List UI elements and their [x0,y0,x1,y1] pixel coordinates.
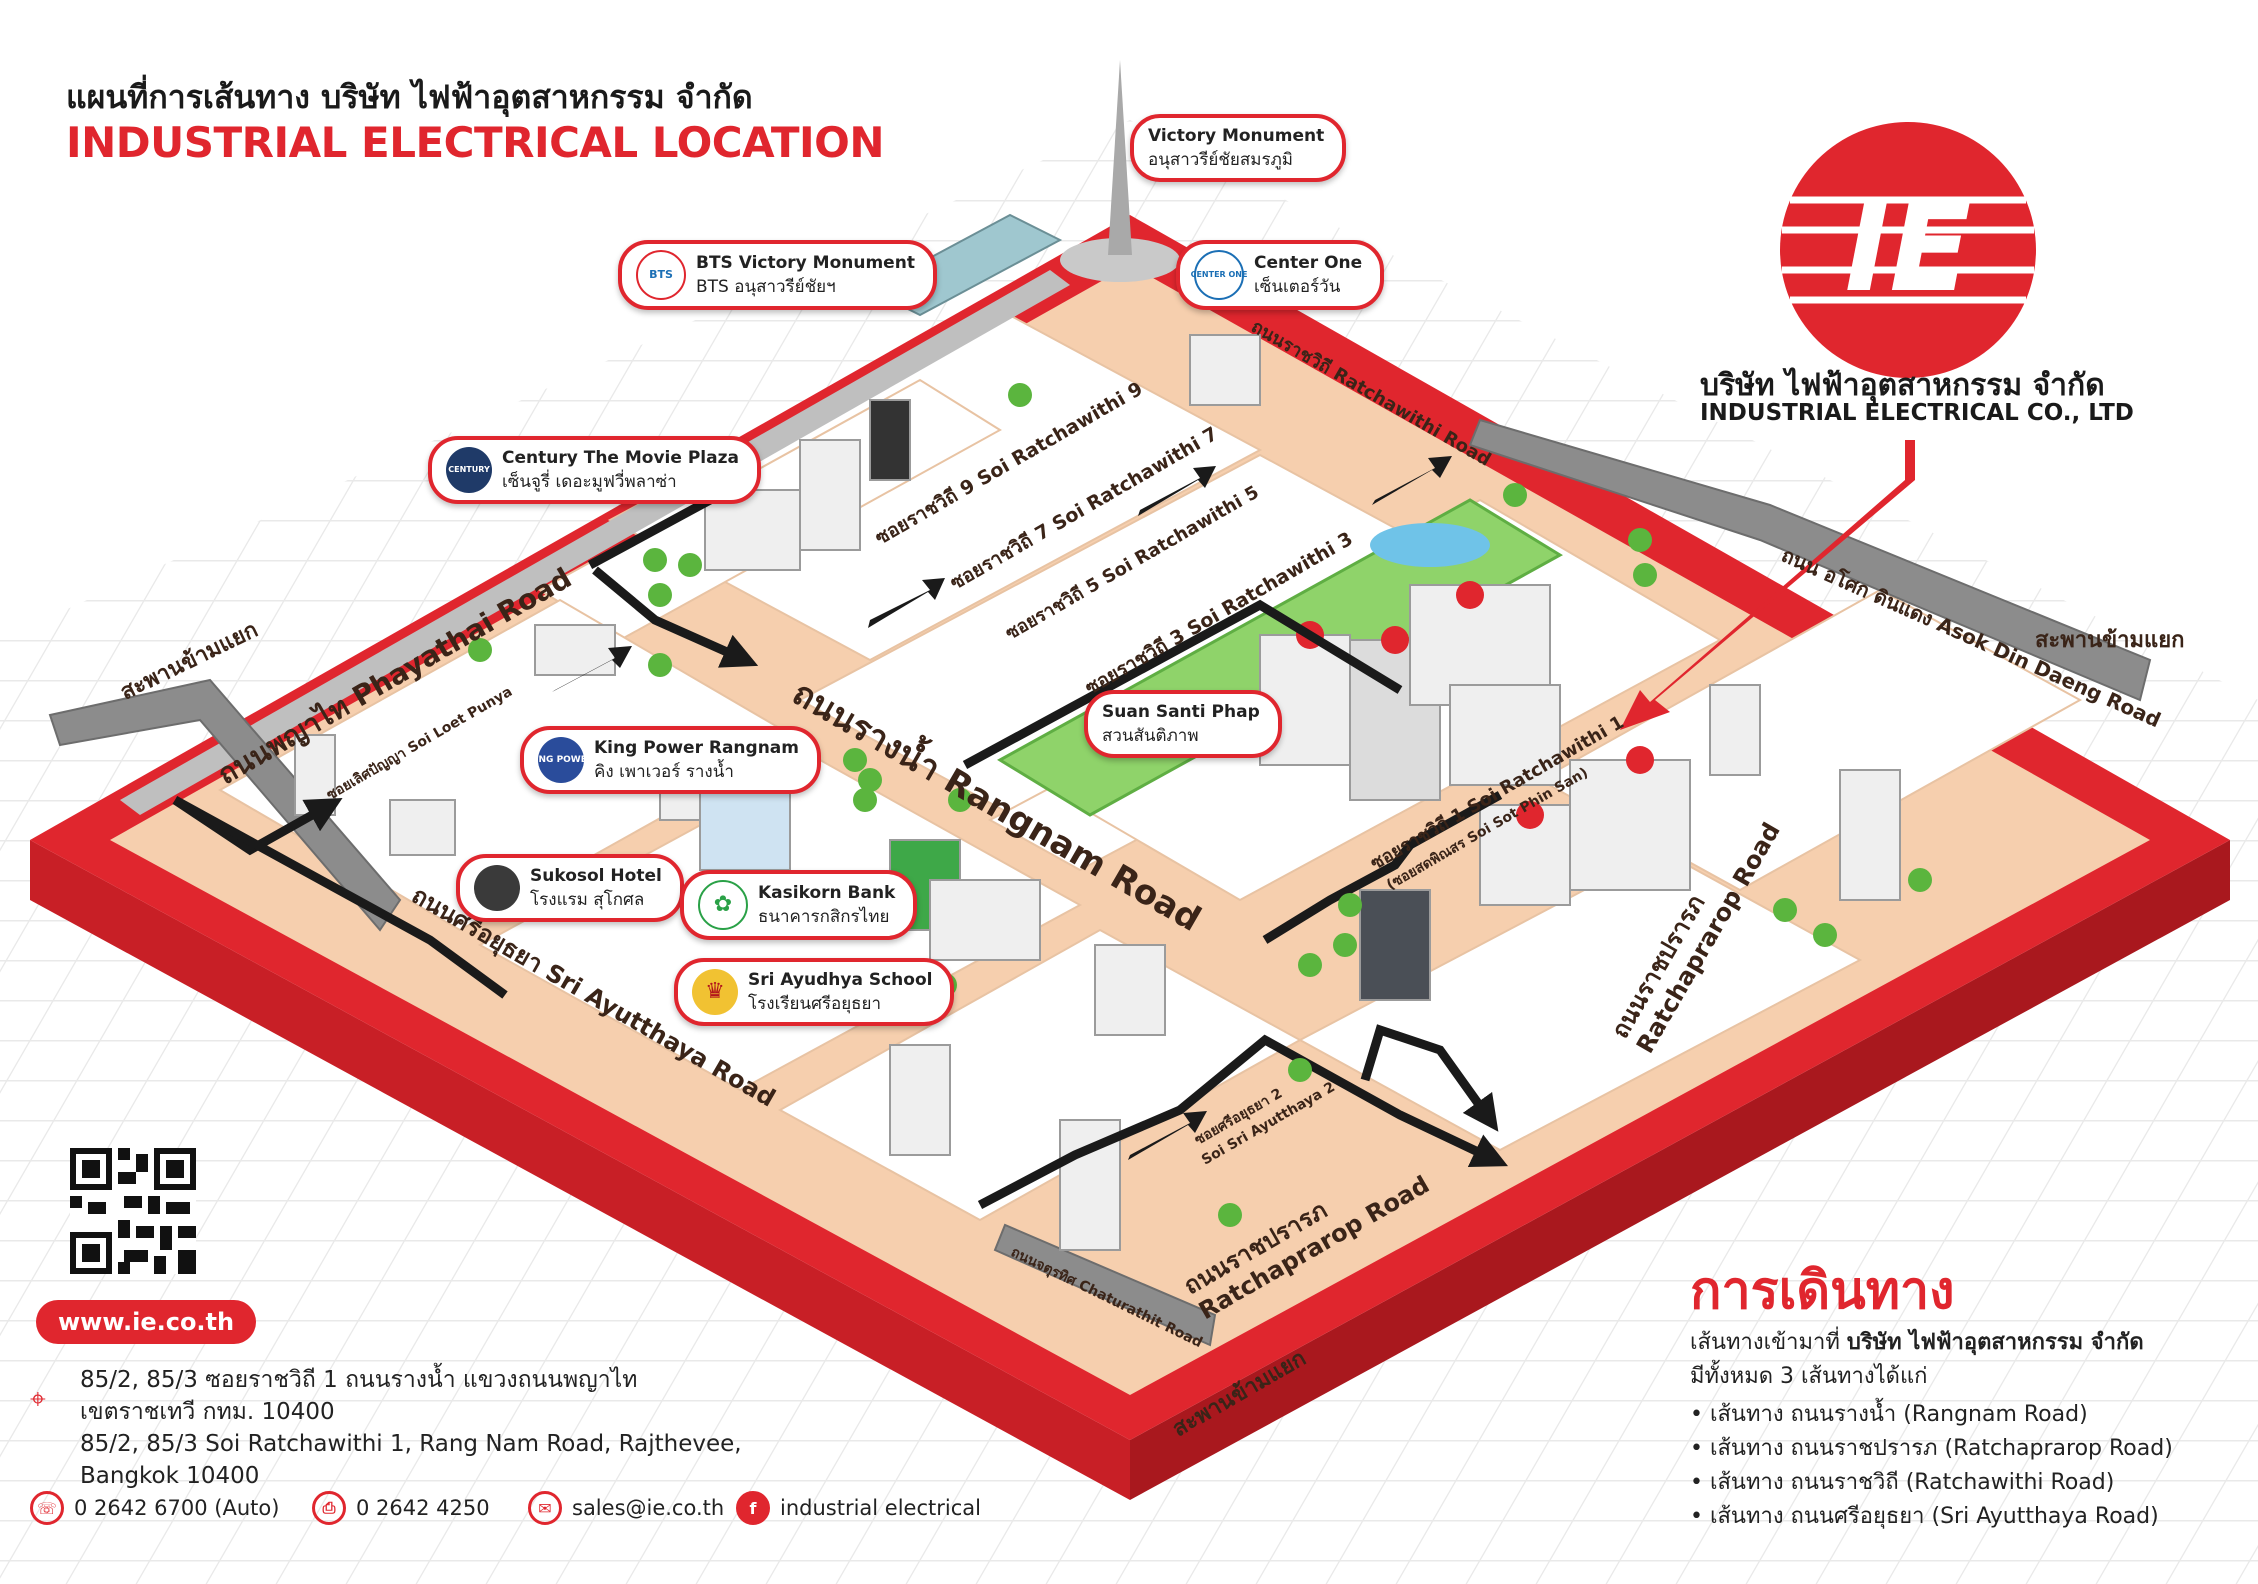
callout-label-en: BTS Victory Monument [696,253,915,273]
callout-label-en: Victory Monument [1148,126,1325,146]
center-one-logo-icon: CENTER ONE [1191,250,1247,300]
email-address: sales@ie.co.th [572,1496,725,1520]
park-pond [1370,523,1490,567]
callout-label-th: BTS อนุสาวรีย์ชัยฯ [696,277,836,297]
callout-label-en: Suan Santi Phap [1102,702,1260,722]
facebook-name: industrial electrical [780,1496,981,1520]
website-link[interactable]: www.ie.co.th [36,1300,257,1344]
directions-title: การเดินทาง [1690,1261,1955,1321]
company-name-english: INDUSTRIAL ELECTRICAL CO., LTD [1700,400,2134,426]
callout-label-th: โรงเรียนศรีอยุธยา [748,994,882,1014]
callout-suan-santi-phap[interactable]: Suan Santi Phap สวนสันติภาพ [1084,690,1282,758]
king-power-logo-icon: KING POWER [528,737,594,783]
callout-sukosol-hotel[interactable]: Sukosol Hotel โรงแรม สุโกศล [456,854,684,922]
callout-label-en: Sri Ayudhya School [748,970,933,990]
route-arrows [552,456,1452,1160]
contact-email[interactable]: ✉ sales@ie.co.th [528,1491,724,1525]
route-item: เส้นทาง ถนนศรีอยุธยา (Sri Ayutthaya Road… [1690,1500,2173,1534]
fax-icon: ⎙ [312,1491,346,1525]
contact-facebook[interactable]: f industrial electrical [736,1491,981,1525]
bts-rail [120,270,1070,815]
contact-phone[interactable]: ☏ 0 2642 6700 (Auto) [30,1491,279,1525]
bts-logo-icon: BTS [636,250,686,300]
callout-sri-ayudhya-school[interactable]: ♛ Sri Ayudhya School โรงเรียนศรีอยุธยา [674,958,955,1026]
callout-king-power-rangnam[interactable]: KING POWER King Power Rangnam คิง เพาเวอร… [520,726,821,794]
callout-label-th: อนุสาวรีย์ชัยสมรภูมิ [1148,150,1294,170]
contact-fax[interactable]: ⎙ 0 2642 4250 [312,1491,490,1525]
address-thai-line-1: 85/2, 85/3 ซอยราชวิถี 1 ถนนรางน้ำ แขวงถน… [80,1367,638,1393]
callout-label-th: โรงแรม สุโกศล [530,890,645,910]
callout-century-movie-plaza[interactable]: CENTURY Century The Movie Plaza เซ็นจูรี่… [428,436,761,504]
route-lines [172,496,1509,1209]
platform-side-left [30,840,1130,1500]
buildings [294,334,1901,1251]
email-icon: ✉ [528,1491,562,1525]
qr-code-icon[interactable] [70,1148,196,1274]
fax-number: 0 2642 4250 [356,1496,490,1520]
company-name-thai: บริษัท ไฟฟ้าอุตสาหกรรม จำกัด [1700,368,2105,403]
facebook-icon: f [736,1491,770,1525]
ie-company-logo: IE [1780,122,2036,378]
callout-center-one[interactable]: CENTER ONE Center One เซ็นเตอร์วัน [1176,240,1385,310]
flyover-bottom [993,1223,1217,1347]
callout-label-th: เซ็นเตอร์วัน [1254,277,1341,297]
route-item: เส้นทาง ถนนราชปรารภ (Ratchaprarop Road) [1690,1432,2173,1466]
callout-label-en: King Power Rangnam [594,738,799,758]
svg-text:IE: IE [1845,180,1972,319]
callout-label-en: Center One [1254,253,1363,273]
sukosol-logo-icon [474,865,520,911]
directions-intro-2: มีทั้งหมด 3 เส้นทางได้แก่ [1690,1364,1928,1389]
callout-label-th: สวนสันติภาพ [1102,726,1199,746]
callout-label-en: Sukosol Hotel [530,866,662,886]
callout-label-th: ธนาคารกสิกรไทย [758,907,890,927]
page-title-english: INDUSTRIAL ELECTRICAL LOCATION [66,118,884,167]
directions-intro-1: เส้นทางเข้ามาที่ [1690,1330,1840,1355]
page-title-thai: แผนที่การเส้นทาง บริษัท ไฟฟ้าอุตสาหกรรม … [66,78,753,116]
location-pin-icon: ⌖ [30,1382,46,1415]
directions-intro-company: บริษัท ไฟฟ้าอุตสาหกรรม จำกัด [1846,1330,2144,1355]
kasikorn-logo-icon: ✿ [698,880,748,930]
directions-route-list: เส้นทาง ถนนรางน้ำ (Rangnam Road) เส้นทาง… [1690,1398,2173,1534]
directions-intro: เส้นทางเข้ามาที่ บริษัท ไฟฟ้าอุตสาหกรรม … [1690,1326,2250,1394]
label-flyover-right: สะพานข้ามแยก [2035,628,2184,653]
callout-label-en: Kasikorn Bank [758,883,896,903]
victory-monument [1060,60,1180,282]
platform-side-right [1130,840,2230,1500]
route-item: เส้นทาง ถนนรางน้ำ (Rangnam Road) [1690,1398,2173,1432]
callout-label-th: เซ็นจูรี่ เดอะมูฟวี่พลาซ่า [502,472,677,492]
callout-label-en: Century The Movie Plaza [502,448,739,468]
flyover-right [1468,418,2152,702]
callout-victory-monument[interactable]: Victory Monument อนุสาวรีย์ชัยสมรภูมิ [1130,114,1347,182]
address-english-line-2: Bangkok 10400 [80,1463,260,1489]
callout-kasikorn-bank[interactable]: ✿ Kasikorn Bank ธนาคารกสิกรไทย [680,870,918,940]
address-english-line-1: 85/2, 85/3 Soi Ratchawithi 1, Rang Nam R… [80,1431,742,1457]
sri-ayudhya-logo-icon: ♛ [692,969,738,1015]
address-thai-line-2: เขตราชเทวี กทม. 10400 [80,1399,335,1425]
phone-icon: ☏ [30,1491,64,1525]
century-logo-icon: CENTURY [446,447,492,493]
callout-label-th: คิง เพาเวอร์ รางน้ำ [594,762,734,782]
route-item: เส้นทาง ถนนราชวิถี (Ratchawithi Road) [1690,1466,2173,1500]
phone-number: 0 2642 6700 (Auto) [74,1496,280,1520]
